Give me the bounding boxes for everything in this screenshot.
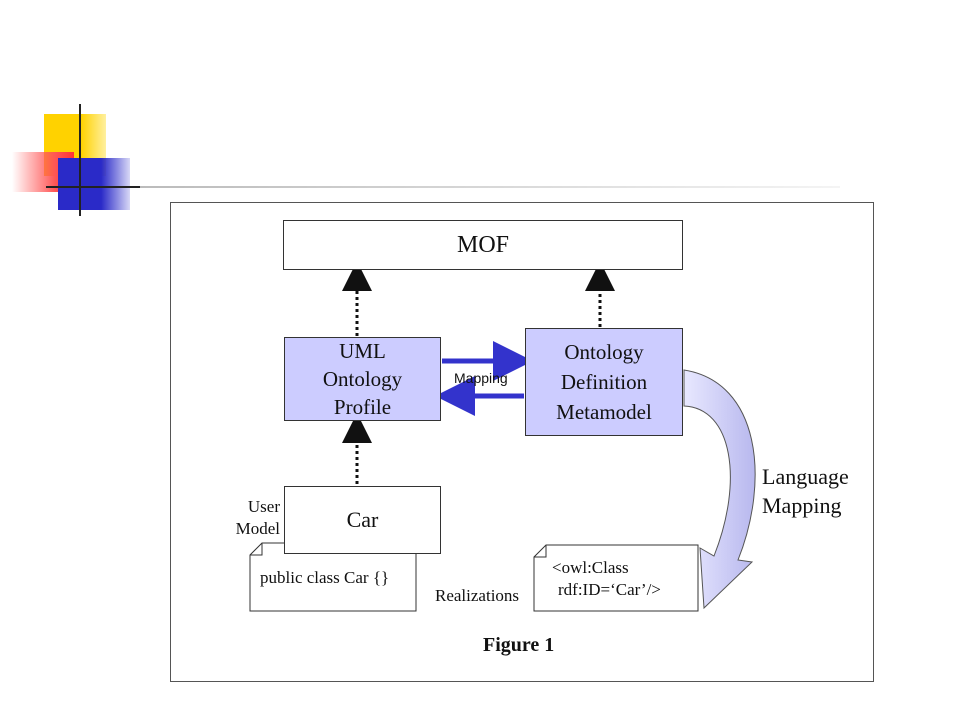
language-mapping-line-1: Language bbox=[762, 464, 849, 489]
uml-profile-line-1: UML bbox=[339, 339, 386, 363]
uml-profile-line-2: Ontology bbox=[322, 367, 403, 391]
title-rule-line bbox=[140, 186, 840, 188]
java-code-text: public class Car {} bbox=[260, 568, 390, 587]
language-mapping-label: Language Mapping bbox=[762, 462, 849, 520]
owl-code-line-2: rdf:ID=‘Car’/> bbox=[558, 580, 661, 599]
user-model-label: User Model bbox=[226, 496, 280, 540]
odm-line-1: Ontology bbox=[564, 340, 644, 364]
ontology-definition-metamodel-box: Ontology Definition Metamodel bbox=[525, 328, 683, 436]
odm-line-3: Metamodel bbox=[556, 400, 652, 424]
figure-caption: Figure 1 bbox=[483, 634, 555, 656]
slide-decoration bbox=[0, 100, 160, 220]
realizations-label: Realizations bbox=[435, 586, 520, 605]
car-box: Car bbox=[284, 486, 441, 554]
deco-vertical-line bbox=[79, 104, 81, 216]
language-mapping-line-2: Mapping bbox=[762, 493, 842, 518]
mof-box: MOF bbox=[283, 220, 683, 270]
owl-code-text: <owl:Class rdf:ID=‘Car’/> bbox=[552, 557, 661, 601]
language-mapping-curve-arrow bbox=[683, 369, 756, 610]
car-label: Car bbox=[346, 507, 379, 532]
uml-ontology-profile-box: UML Ontology Profile bbox=[284, 337, 441, 421]
user-model-line-2: Model bbox=[235, 519, 280, 538]
user-model-line-1: User bbox=[247, 497, 280, 516]
deco-blue-square bbox=[58, 158, 130, 210]
mapping-label: Mapping bbox=[454, 370, 508, 386]
odm-line-2: Definition bbox=[560, 370, 648, 394]
owl-code-document bbox=[533, 544, 699, 612]
owl-code-line-1: <owl:Class bbox=[552, 558, 629, 577]
deco-horizontal-line bbox=[46, 186, 144, 188]
uml-profile-line-3: Profile bbox=[333, 395, 392, 419]
mof-label: MOF bbox=[456, 231, 510, 258]
